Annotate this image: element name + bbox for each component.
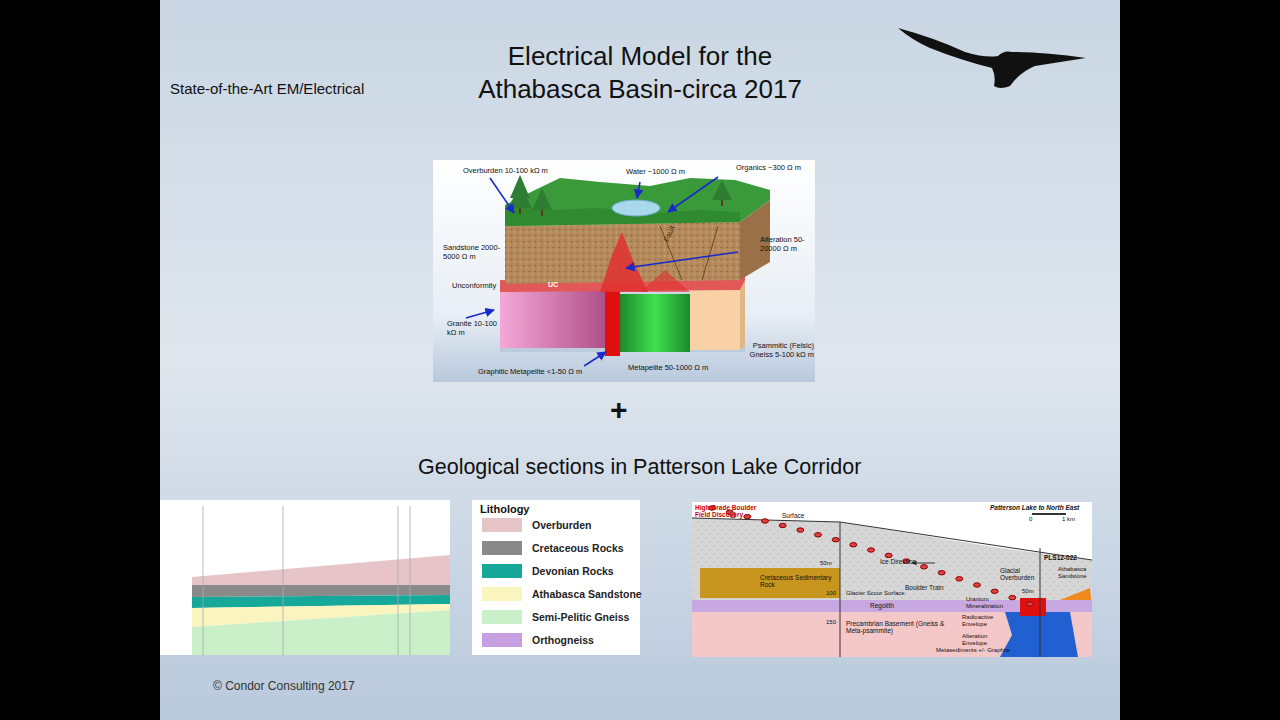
resistivity-label: Psammitic (Felsic) Gneiss 5-100 kΩ m (738, 342, 814, 359)
resistivity-label: Overburden 10-100 kΩ m (463, 167, 548, 176)
resistivity-label: Metapelite 50-1000 Ω m (628, 364, 708, 373)
section-label: Uranium Mineralization (966, 596, 1018, 610)
section-label: Boulder Train (905, 584, 944, 591)
section-label: Glacial Overburden (1000, 567, 1045, 582)
resistivity-label: Graphitic Metapelite <1-50 Ω m (478, 368, 582, 377)
section-label: Surface (782, 512, 804, 519)
legend-swatch (482, 610, 522, 624)
section-label: Precambrian Basement (Gneiss & Meta-psam… (846, 620, 946, 635)
legend-text: Orthogneiss (532, 634, 594, 646)
scale-label: 0 (1029, 516, 1032, 523)
depth-label: 100 (826, 590, 836, 597)
legend-text: Semi-Pelitic Gneiss (532, 611, 629, 623)
legend-swatch (482, 633, 522, 647)
plus-sign: + (610, 393, 628, 428)
unit-label: Unconformity (452, 282, 496, 291)
subtitle-note: State-of-the-Art EM/Electrical (170, 80, 364, 97)
depth-label: 50m (820, 560, 832, 567)
section-label: Patterson Lake to North East (990, 504, 1079, 511)
legend-swatch (482, 541, 522, 555)
drillhole-label: PLS12-022 (1044, 554, 1077, 561)
copyright-note: © Condor Consulting 2017 (213, 680, 355, 694)
resistivity-label: Granite 10-100 kΩ m (447, 320, 499, 337)
resistivity-label: Organics ~300 Ω m (736, 164, 801, 173)
depth-label: 150 (826, 619, 836, 626)
legend-title: Lithology (480, 503, 530, 516)
section-label: Regolith (870, 602, 894, 609)
section-label: Metasediments +/- Graphite (936, 647, 1010, 654)
legend-text: Cretaceous Rocks (532, 542, 624, 554)
legend-swatch (482, 518, 522, 532)
slide-title: Electrical Model for the Athabasca Basin… (450, 40, 830, 105)
legend-text: Overburden (532, 519, 592, 531)
legend-swatch (482, 564, 522, 578)
section-label: Athabasca Sandstone (1058, 566, 1092, 580)
scale-label: 1 km (1062, 516, 1075, 523)
section-label: High Grade Boulder Field Discovery (695, 504, 767, 519)
section-label: Alteration Envelope (962, 633, 1004, 647)
resistivity-label: Water ~1000 Ω m (626, 168, 685, 177)
resistivity-label: Alteration 50-20000 Ω m (760, 236, 816, 253)
section-label: Radioactive Envelope (962, 614, 1004, 628)
depth-label: 50m (1022, 588, 1034, 595)
section-heading: Geological sections in Patterson Lake Co… (418, 455, 861, 480)
resistivity-label: Sandstone 2000-5000 Ω m (443, 244, 505, 261)
legend-swatch (482, 587, 522, 601)
section-label: Glacier Scour Surface (846, 590, 905, 597)
section-label: Ice Direction (880, 558, 916, 565)
legend-text: Devonian Rocks (532, 565, 614, 577)
unconformity-tag: UC (548, 281, 558, 289)
section-label: Cretaceous Sedimentary Rock (760, 574, 832, 589)
legend-text: Athabasca Sandstone (532, 588, 642, 600)
